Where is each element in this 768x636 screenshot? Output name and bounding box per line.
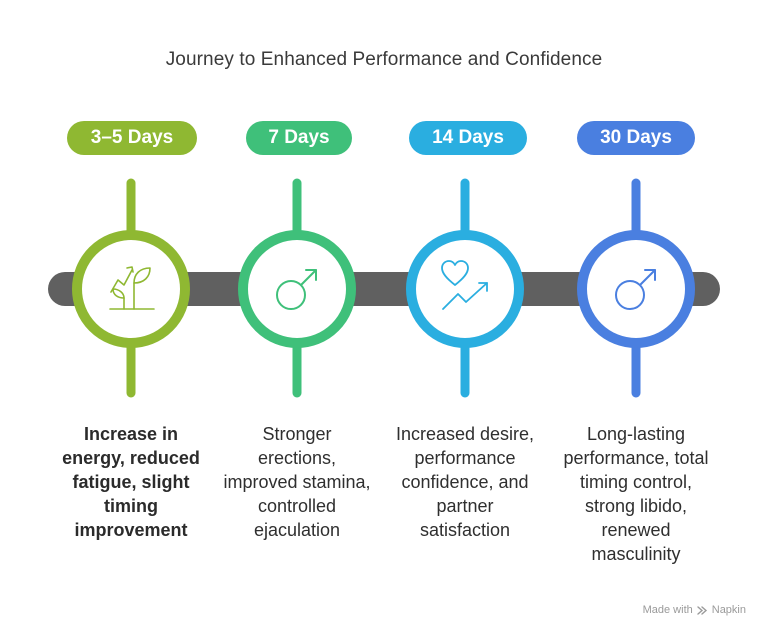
step-1-pill: 3–5 Days (67, 121, 197, 155)
step-1-description: Increase in energy, reduced fatigue, sli… (62, 424, 200, 540)
step-1-label: 3–5 Days (90, 127, 174, 148)
step-3-ring (406, 230, 524, 348)
step-4-label: 30 Days (600, 127, 672, 148)
timeline-track (48, 272, 720, 306)
step-2-pill: 7 Days (246, 121, 352, 155)
step-4-pill: 30 Days (577, 121, 695, 155)
step-2-description: Stronger erections, improved stamina, co… (223, 424, 371, 540)
made-with-text: Made with (642, 604, 693, 616)
step-4-ring (577, 230, 695, 348)
step-3-description: Increased desire, performance confidence… (395, 424, 535, 540)
step-2-ring (238, 230, 356, 348)
step-4-node (577, 178, 695, 398)
step-1-ring (72, 230, 190, 348)
napkin-watermark: Made with Napkin (643, 604, 746, 616)
male-symbol-icon (615, 269, 656, 310)
step-2-label: 7 Days (268, 127, 330, 148)
step-3-node (406, 178, 524, 398)
step-3-label: 14 Days (432, 127, 504, 148)
growth-plant-icon (109, 266, 155, 310)
heart-trend-up-icon (441, 260, 488, 310)
napkin-brand-text: Napkin (711, 604, 746, 616)
step-4-description: Long-lasting performance, total timing c… (563, 424, 709, 564)
male-symbol-icon (276, 269, 317, 310)
step-1-node (72, 178, 190, 398)
step-3-pill: 14 Days (409, 121, 527, 155)
step-2-node (238, 178, 356, 398)
napkin-logo-icon (697, 605, 707, 615)
diagram-title: Journey to Enhanced Performance and Conf… (165, 49, 603, 70)
